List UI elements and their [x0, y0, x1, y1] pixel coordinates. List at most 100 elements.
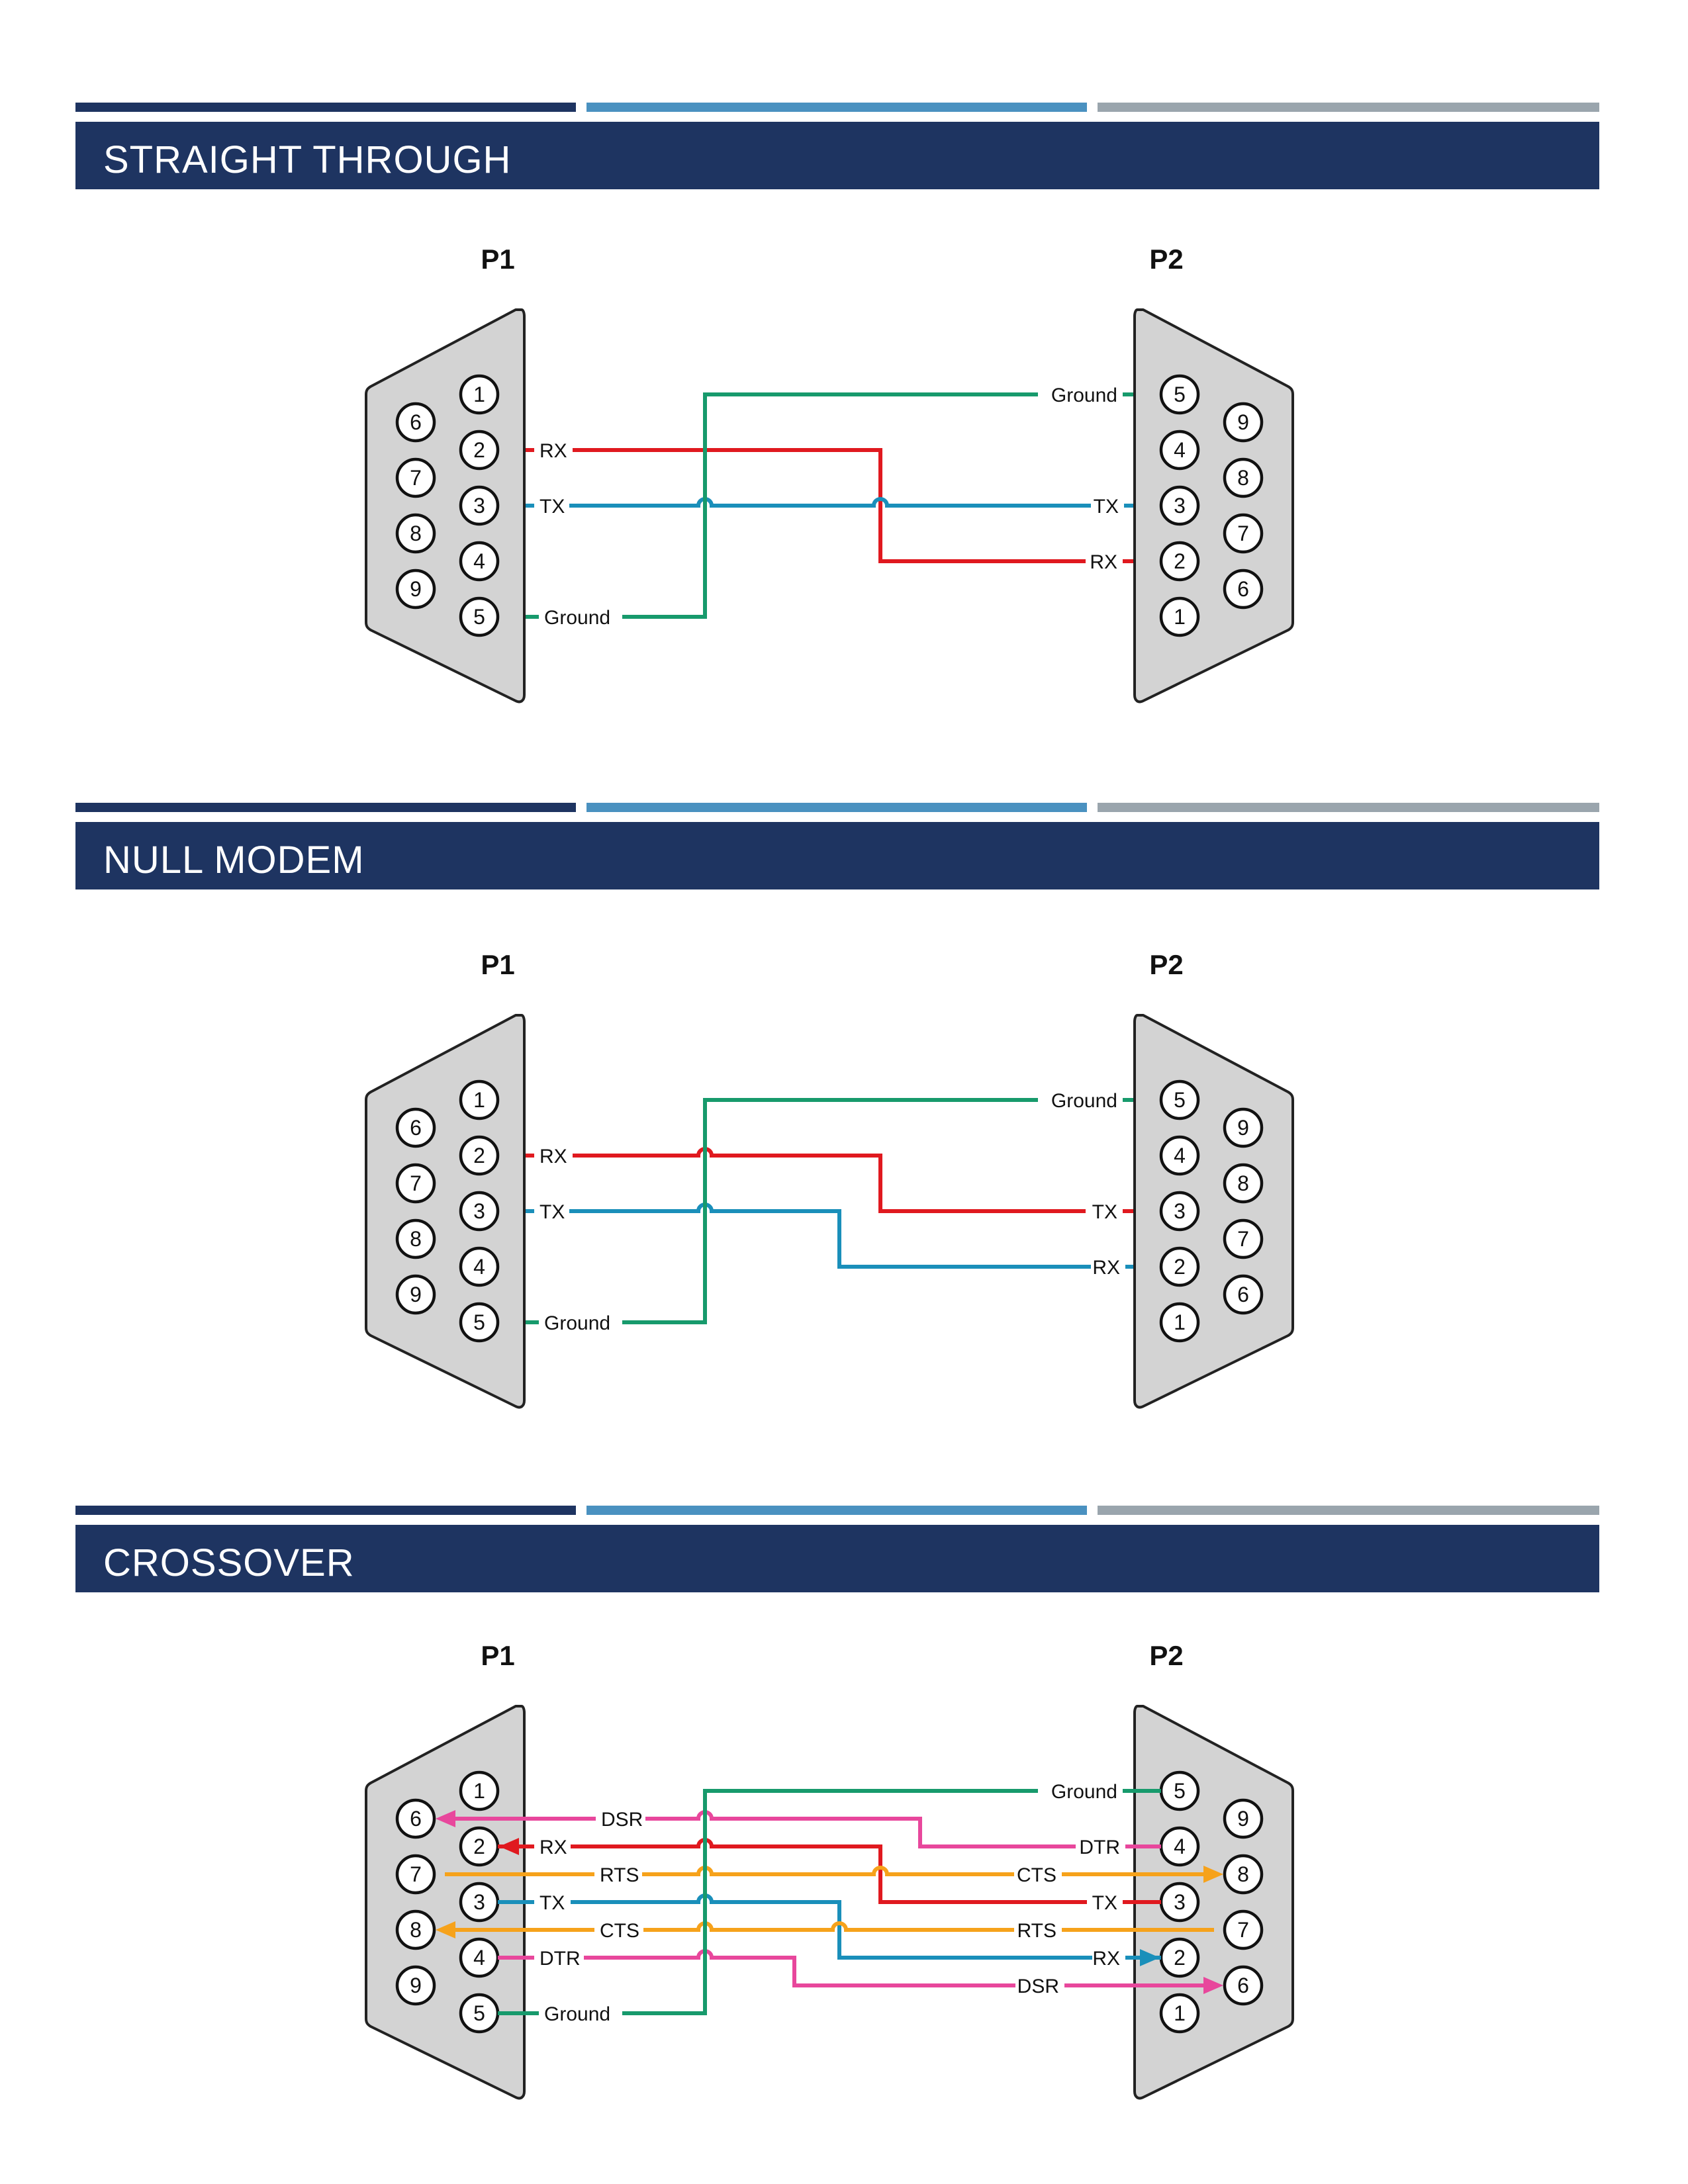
pin-number: 2 — [473, 438, 485, 462]
stripe-dark — [75, 1506, 576, 1515]
pin-7: 7 — [1223, 1909, 1264, 1950]
pin-number: 3 — [473, 1890, 485, 1914]
pin-5: 5 — [1159, 374, 1200, 415]
pin-number: 4 — [1174, 1835, 1186, 1858]
pin-9: 9 — [1223, 402, 1264, 443]
pin-number: 8 — [1237, 1862, 1249, 1886]
pin-number: 6 — [1237, 577, 1249, 601]
pin-2: 2 — [1159, 1246, 1200, 1287]
wire-label: TX — [539, 1201, 565, 1223]
pin-number: 9 — [410, 1283, 422, 1306]
pin-7: 7 — [395, 457, 436, 498]
pin-6: 6 — [395, 1107, 436, 1148]
pin-3: 3 — [1159, 485, 1200, 526]
wiring-diagram-null-modem: RXTXTXRXGroundGround123456789P1543219876… — [365, 949, 1294, 1409]
wire-label: Ground — [544, 1312, 610, 1334]
pin-6: 6 — [395, 1798, 436, 1839]
pin-number: 2 — [1174, 1255, 1186, 1279]
pin-2: 2 — [459, 430, 500, 471]
p2-label: P2 — [1149, 244, 1183, 275]
pin-number: 6 — [410, 1116, 422, 1140]
wire-label: RX — [1092, 1948, 1120, 1970]
wire-label: CTS — [1017, 1864, 1056, 1886]
pin-number: 1 — [473, 1088, 485, 1112]
wire-label: RX — [1090, 551, 1117, 573]
wire-label: TX — [1094, 496, 1119, 518]
pin-number: 3 — [1174, 494, 1186, 518]
pin-number: 9 — [1237, 1807, 1249, 1831]
pin-8: 8 — [395, 1909, 436, 1950]
pin-8: 8 — [395, 1218, 436, 1259]
pin-7: 7 — [1223, 513, 1264, 554]
pin-4: 4 — [459, 1937, 500, 1978]
connector-shell — [365, 1014, 526, 1409]
pin-number: 4 — [473, 1946, 485, 1970]
pin-1: 1 — [459, 1770, 500, 1811]
connector-shell — [1133, 308, 1294, 704]
pin-1: 1 — [1159, 596, 1200, 637]
p1-label: P1 — [481, 949, 514, 980]
pin-8: 8 — [1223, 457, 1264, 498]
pin-5: 5 — [459, 1993, 500, 2034]
pin-number: 1 — [1174, 605, 1186, 629]
section-title: STRAIGHT THROUGH — [103, 138, 512, 181]
pin-9: 9 — [1223, 1798, 1264, 1839]
stripe-blue — [586, 803, 1087, 812]
pin-number: 9 — [410, 1974, 422, 1997]
wire-label: RX — [539, 1146, 567, 1167]
pin-7: 7 — [395, 1854, 436, 1895]
pin-4: 4 — [459, 541, 500, 582]
section-title: NULL MODEM — [103, 839, 365, 882]
stripe-gray — [1098, 803, 1599, 812]
pin-number: 1 — [1174, 2001, 1186, 2025]
pin-5: 5 — [1159, 1079, 1200, 1120]
pin-number: 5 — [1174, 1088, 1186, 1112]
wire-label: Ground — [1051, 385, 1117, 406]
pin-number: 3 — [1174, 1890, 1186, 1914]
header-stripes — [75, 103, 1599, 112]
pin-6: 6 — [1223, 569, 1264, 610]
pin-number: 2 — [1174, 549, 1186, 573]
stripe-dark — [75, 103, 576, 112]
pin-number: 9 — [1237, 410, 1249, 434]
pin-4: 4 — [459, 1246, 500, 1287]
section-banner: STRAIGHT THROUGH — [75, 122, 1599, 189]
pin-number: 7 — [410, 1862, 422, 1886]
p1-label: P1 — [481, 1640, 514, 1671]
pin-2: 2 — [459, 1135, 500, 1176]
wire-label: RTS — [600, 1864, 639, 1886]
wire-label: DSR — [1017, 1976, 1059, 1997]
pin-number: 7 — [1237, 522, 1249, 545]
section-banner: NULL MODEM — [75, 822, 1599, 889]
pin-number: 7 — [410, 1171, 422, 1195]
pin-number: 1 — [473, 1779, 485, 1803]
pin-1: 1 — [1159, 1302, 1200, 1343]
pin-number: 8 — [410, 1227, 422, 1251]
pin-2: 2 — [1159, 541, 1200, 582]
pin-number: 5 — [1174, 1779, 1186, 1803]
pin-6: 6 — [395, 402, 436, 443]
stripe-dark — [75, 803, 576, 812]
pin-3: 3 — [459, 1191, 500, 1232]
pin-5: 5 — [1159, 1770, 1200, 1811]
wire-label: Ground — [544, 2003, 610, 2025]
p2-label: P2 — [1149, 949, 1183, 980]
pin-number: 8 — [410, 522, 422, 545]
pin-number: 2 — [1174, 1946, 1186, 1970]
pin-3: 3 — [1159, 1882, 1200, 1923]
pin-number: 7 — [1237, 1227, 1249, 1251]
pin-number: 6 — [410, 410, 422, 434]
pin-number: 5 — [473, 2001, 485, 2025]
pin-number: 6 — [1237, 1283, 1249, 1306]
p2-label: P2 — [1149, 1640, 1183, 1671]
pin-1: 1 — [1159, 1993, 1200, 2034]
pin-8: 8 — [395, 513, 436, 554]
